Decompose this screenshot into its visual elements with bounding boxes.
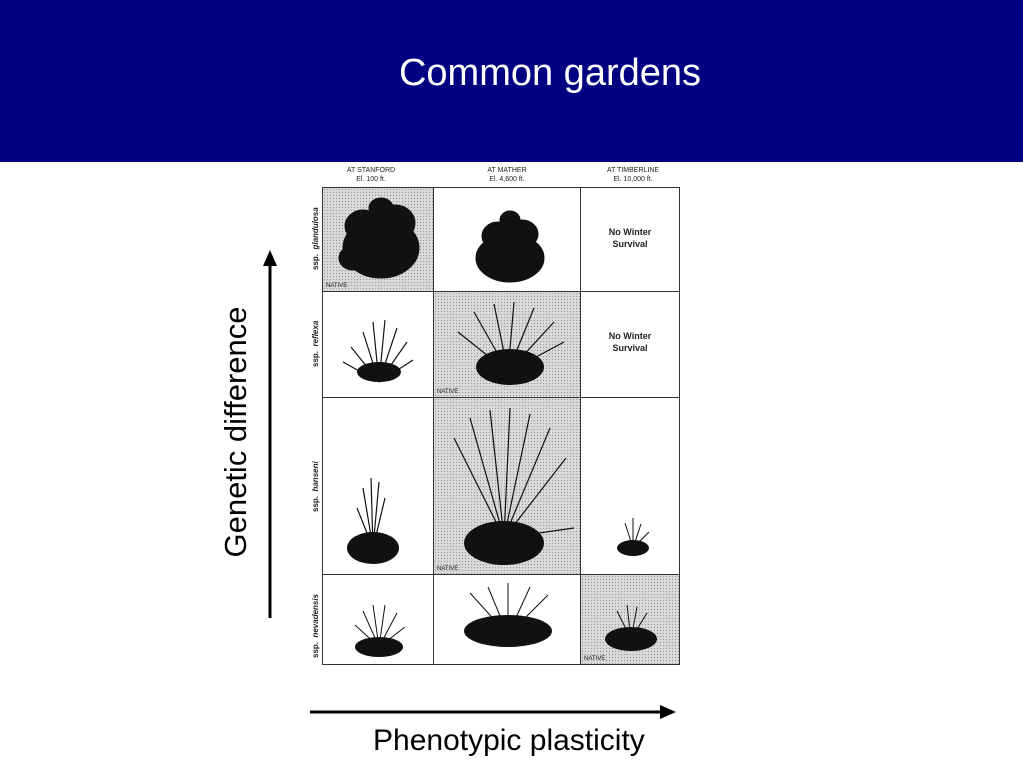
no-survival-line: No Winter [608, 227, 652, 237]
cell-glandulosa-timberline: No Winter Survival [580, 187, 680, 292]
site-header-mather: AT MATHER El. 4,600 ft. [452, 166, 562, 184]
subspecies-name: hanseni [311, 461, 320, 492]
slide-title: Common gardens [398, 52, 702, 94]
row-label-nevadensis: ssp. nevadensis [311, 594, 320, 658]
site-elevation: El. 100 ft. [356, 176, 386, 183]
no-survival-note: No Winter Survival [581, 226, 679, 250]
subspecies-name: reflexa [311, 320, 320, 347]
cell-nevadensis-timberline: NATIVE [580, 574, 680, 665]
plant-illustration [605, 604, 657, 651]
row-label-glandulosa: ssp. glandulosa [311, 207, 320, 270]
site-header-stanford: AT STANFORD El. 100 ft. [316, 166, 426, 184]
cell-nevadensis-mather [433, 574, 581, 665]
site-name: AT MATHER [487, 167, 527, 174]
plant-illustration [354, 604, 406, 657]
site-header-timberline: AT TIMBERLINE El. 10,000 ft. [578, 166, 688, 184]
cell-glandulosa-stanford: NATIVE [322, 187, 434, 292]
plant-illustration [347, 477, 399, 564]
x-axis-arrowhead [660, 705, 676, 719]
plant-illustration [453, 407, 575, 565]
no-survival-note: No Winter Survival [581, 330, 679, 354]
native-label: NATIVE [437, 389, 459, 395]
plant-illustration [617, 518, 650, 556]
native-label: NATIVE [584, 656, 606, 662]
cell-reflexa-stanford [322, 291, 434, 398]
plant-illustration [338, 197, 420, 279]
cell-hanseni-stanford [322, 397, 434, 575]
cell-reflexa-timberline: No Winter Survival [580, 291, 680, 398]
y-axis-label: Genetic difference [218, 306, 253, 558]
native-label: NATIVE [326, 283, 348, 289]
no-survival-line: Survival [612, 343, 648, 353]
row-label-reflexa: ssp. reflexa [311, 321, 320, 367]
plant-illustration [475, 210, 545, 283]
no-survival-line: Survival [612, 239, 648, 249]
cell-hanseni-timberline [580, 397, 680, 575]
row-label-hanseni: ssp. hanseni [311, 461, 320, 512]
plant-illustration [342, 319, 414, 383]
y-axis-arrowhead [263, 250, 277, 266]
x-axis-label: Phenotypic plasticity [373, 724, 645, 757]
subspecies-name: glandulosa [311, 207, 320, 250]
ssp-prefix: ssp. [311, 641, 320, 658]
title-bar: Common gardens [0, 0, 1023, 162]
ssp-prefix: ssp. [311, 253, 320, 270]
plant-illustration [457, 301, 565, 385]
ssp-prefix: ssp. [311, 495, 320, 512]
ssp-prefix: ssp. [311, 350, 320, 367]
site-elevation: El. 4,600 ft. [489, 176, 525, 183]
cell-hanseni-mather: NATIVE [433, 397, 581, 575]
native-label: NATIVE [437, 566, 459, 572]
subspecies-name: nevadensis [311, 593, 320, 638]
plant-illustration [464, 583, 552, 647]
cell-nevadensis-stanford [322, 574, 434, 665]
cell-glandulosa-mather [433, 187, 581, 292]
no-survival-line: No Winter [608, 331, 652, 341]
site-elevation: El. 10,000 ft. [613, 176, 653, 183]
cell-reflexa-mather: NATIVE [433, 291, 581, 398]
site-name: AT STANFORD [346, 167, 396, 174]
site-name: AT TIMBERLINE [606, 167, 660, 174]
